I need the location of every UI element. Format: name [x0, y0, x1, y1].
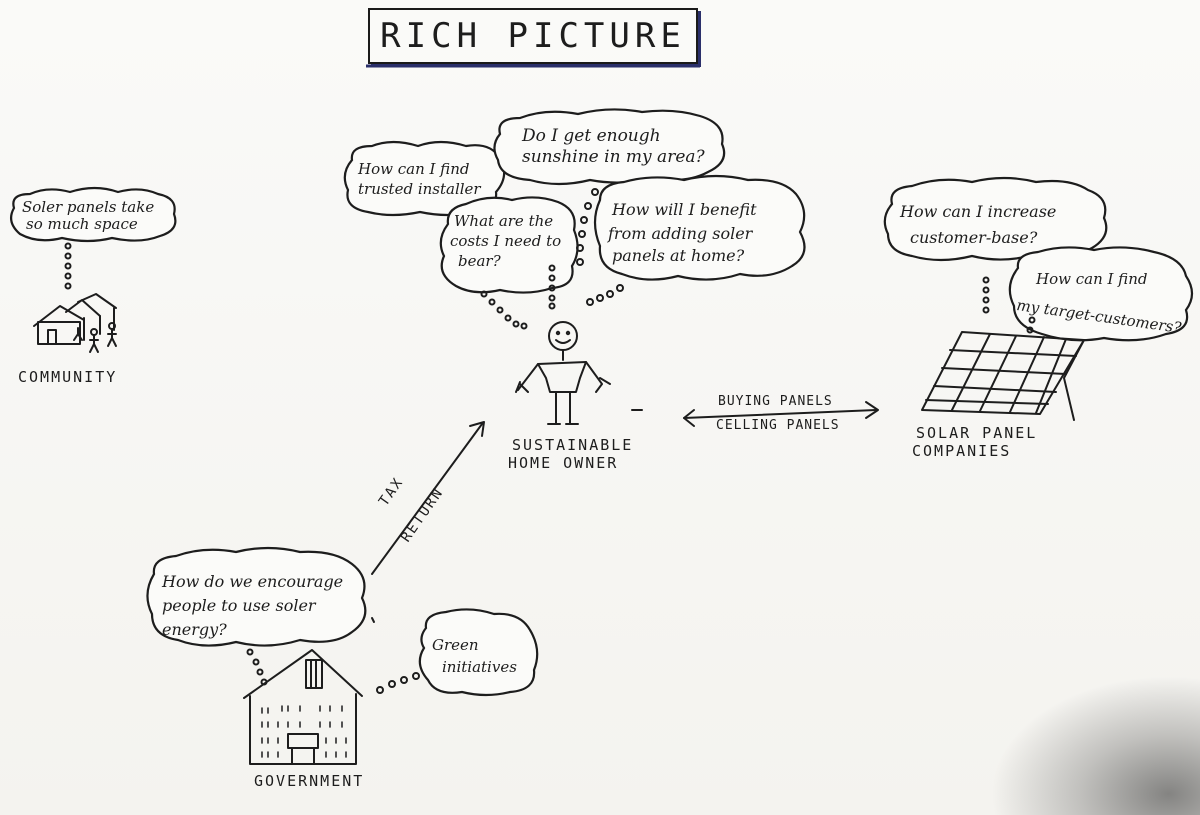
government-label: GOVERNMENT	[254, 772, 365, 790]
bubbles-sunshine	[576, 188, 599, 266]
community-houses-icon	[33, 293, 117, 353]
costs-thought-line-2: costs I need to	[450, 232, 562, 250]
solar-panel-icon	[921, 331, 1085, 421]
home-owner-figure-icon	[515, 321, 611, 425]
customer-base-thought-line-1: How can I increase	[900, 202, 1057, 221]
sunshine-thought-line-2: sunshine in my area?	[522, 147, 705, 167]
encourage-thought-line-3: energy?	[162, 620, 227, 639]
cloud-sunshine	[493, 108, 726, 186]
home-owner-label-line-2: HOME OWNER	[508, 454, 619, 472]
bubbles-installer	[548, 264, 556, 310]
costs-thought-line-3: bear?	[458, 252, 501, 270]
cloud-green	[418, 608, 539, 697]
tax-return-arrow	[371, 421, 485, 575]
bubbles-government	[246, 648, 420, 694]
cloud-costs	[439, 196, 579, 294]
community-thought-line-1: Soler panels take	[22, 198, 155, 216]
stray-mark-2	[371, 617, 375, 623]
government-building-icon	[243, 649, 363, 765]
home-owner-label-line-1: SUSTAINABLE	[512, 436, 634, 454]
buying-selling-arrow	[683, 401, 879, 427]
customer-base-thought-line-2: customer-base?	[910, 228, 1038, 247]
community-label: COMMUNITY	[18, 368, 118, 386]
encourage-thought-line-1: How do we encourage	[162, 572, 344, 591]
page-title: RICH PICTURE	[368, 8, 698, 64]
benefit-thought-line-2: from adding soler	[608, 224, 753, 243]
cloud-benefit	[593, 174, 806, 281]
installer-thought-line-2: trusted installer	[358, 180, 481, 198]
sunshine-thought-line-1: Do I get enough	[522, 126, 661, 146]
cloud-community	[9, 186, 177, 243]
green-thought-line-1: Green	[432, 636, 479, 654]
bubbles-benefit	[586, 284, 624, 306]
bubbles-costs	[480, 290, 528, 330]
target-customers-thought-line-1: How can I find	[1036, 270, 1148, 288]
bubbles-companies	[982, 276, 1036, 334]
cloud-encourage	[146, 546, 367, 647]
green-thought-line-2: initiatives	[442, 658, 517, 676]
installer-thought-line-1: How can I find	[358, 160, 470, 178]
bubbles-community	[64, 242, 72, 290]
encourage-thought-line-2: people to use soler	[162, 596, 316, 615]
buying-panels-label: BUYING PANELS	[718, 394, 833, 409]
cloud-customer-base	[883, 176, 1108, 262]
benefit-thought-line-1: How will I benefit	[612, 200, 757, 219]
cloud-installer	[343, 140, 506, 217]
selling-panels-label: CELLING PANELS	[716, 418, 840, 433]
costs-thought-line-1: What are the	[454, 212, 554, 230]
benefit-thought-line-3: panels at home?	[612, 246, 745, 265]
photo-shadow	[990, 675, 1200, 815]
companies-label-line-1: SOLAR PANEL	[916, 424, 1038, 442]
companies-label-line-2: COMPANIES	[912, 442, 1012, 460]
community-thought-line-2: so much space	[26, 215, 138, 233]
